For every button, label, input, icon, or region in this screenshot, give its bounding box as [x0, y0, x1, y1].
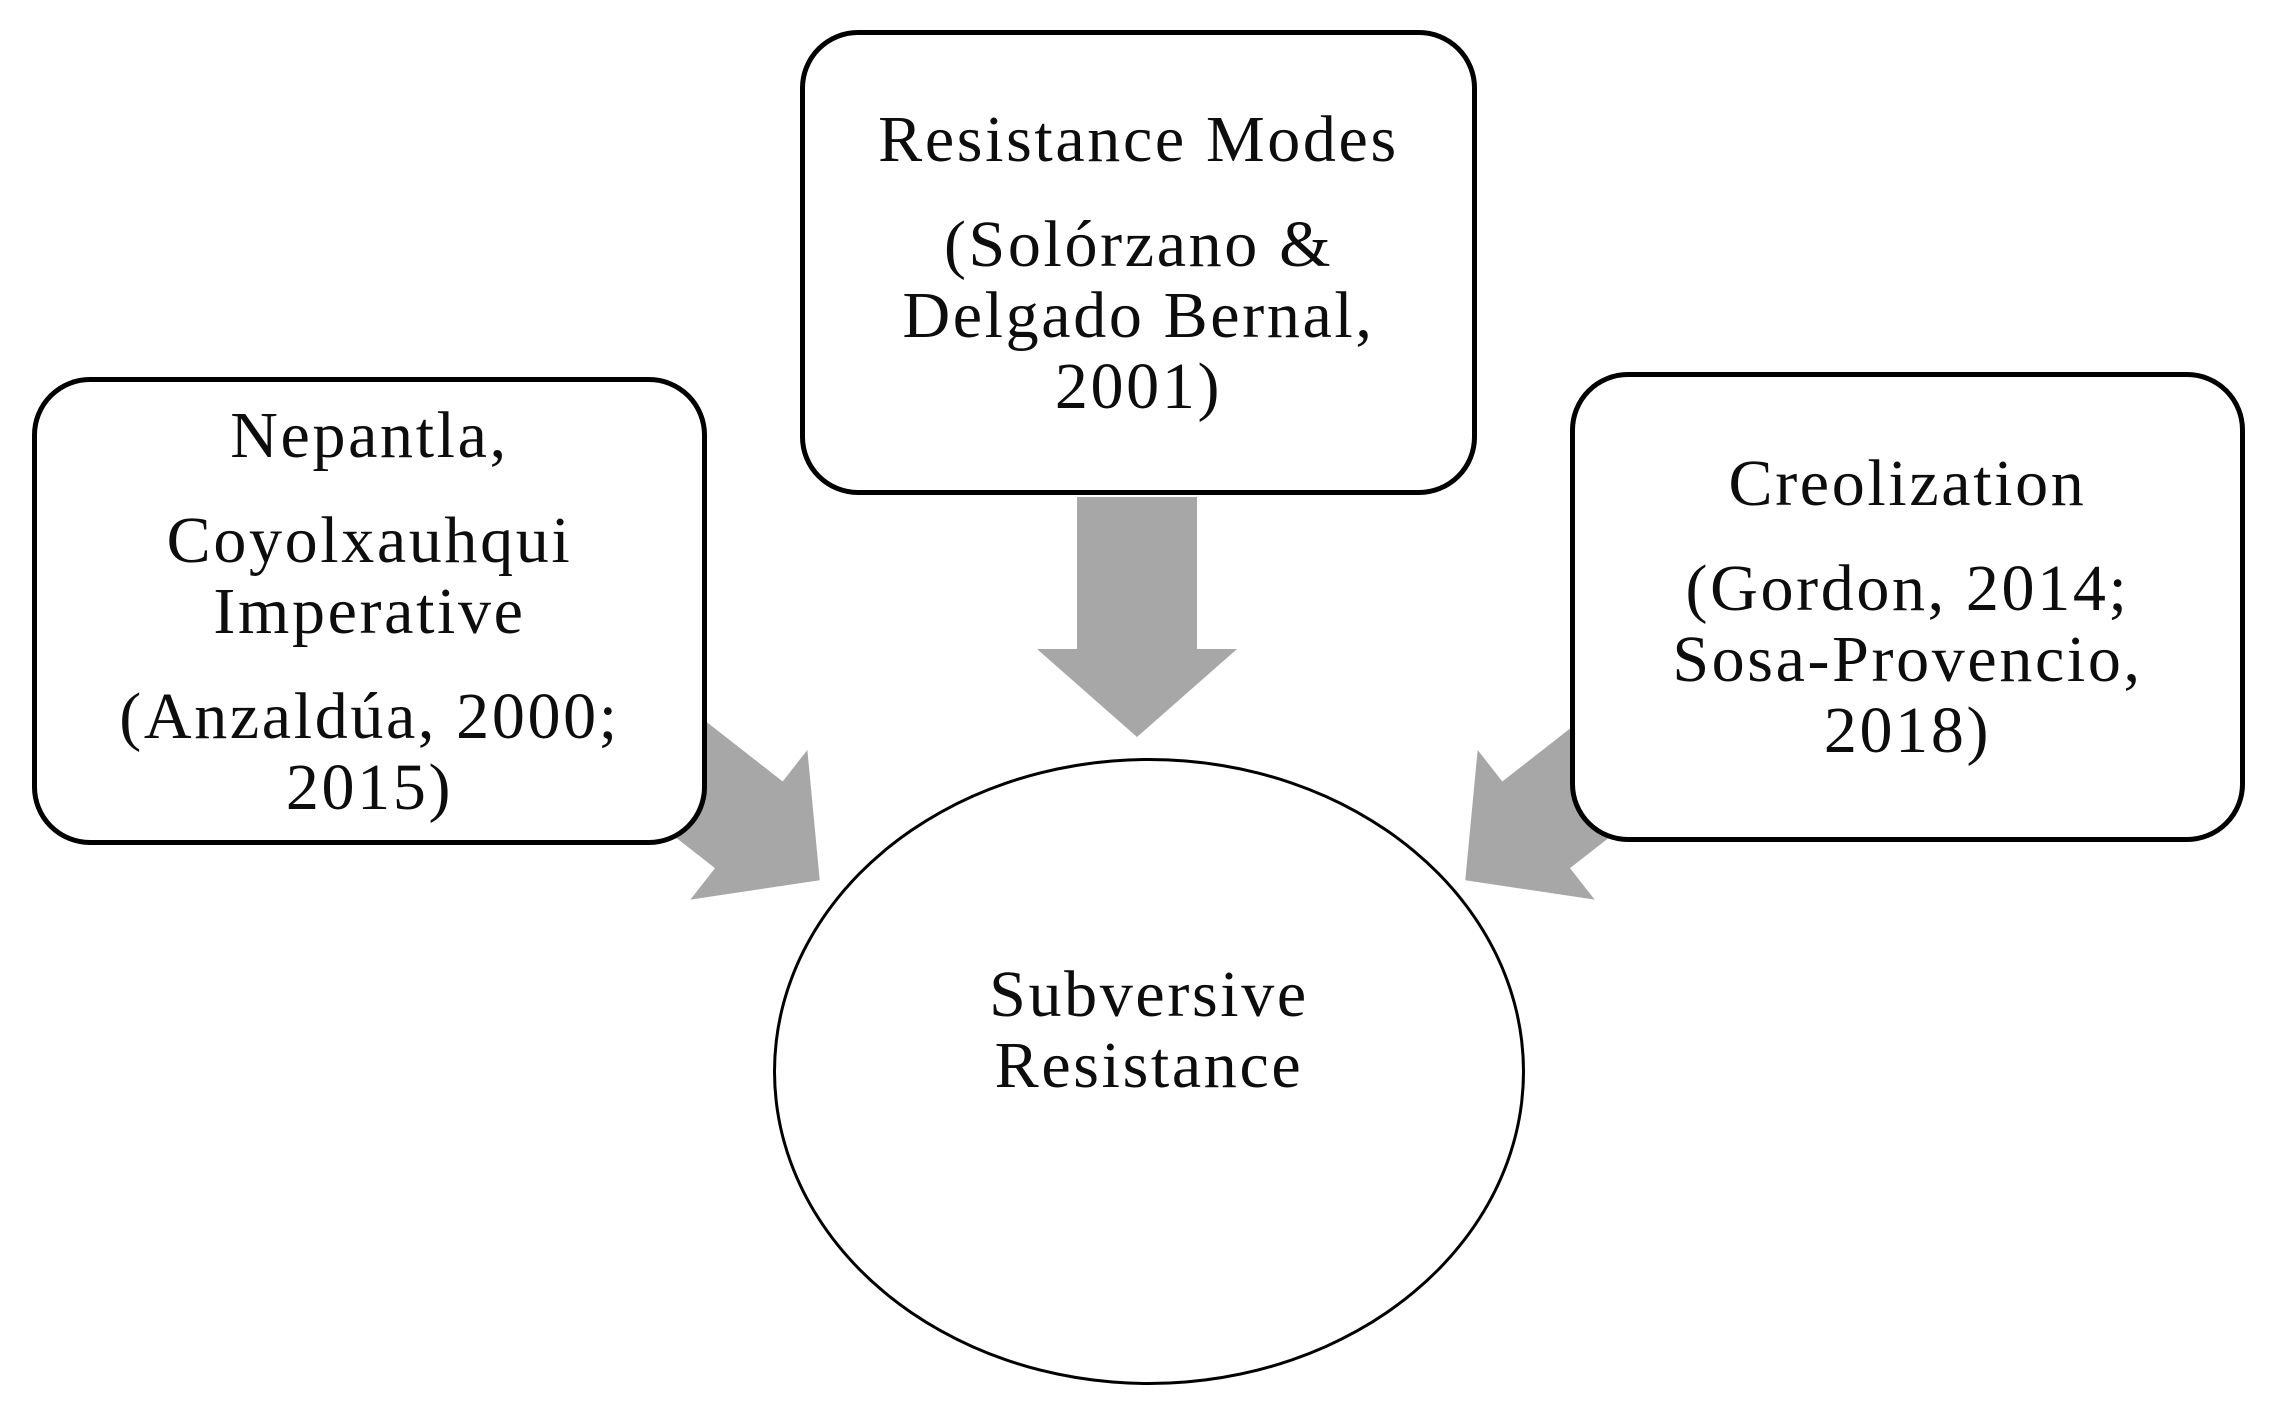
node-label: Subversive Resistance	[989, 957, 1309, 1102]
node-nepantla-coyolxauhqui: Nepantla, Coyolxauhqui Imperative (Anzal…	[32, 377, 707, 845]
node-title: Creolization	[1728, 447, 2087, 520]
node-resistance-modes: Resistance Modes (Solórzano & Delgado Be…	[800, 30, 1477, 495]
node-title: Nepantla,	[230, 398, 509, 472]
node-title: Resistance Modes	[878, 102, 1399, 176]
node-citation: (Anzaldúa, 2000; 2015)	[119, 679, 620, 824]
block-arrow-down-icon	[1037, 497, 1237, 737]
node-creolization: Creolization (Gordon, 2014; Sosa-Provenc…	[1570, 372, 2245, 842]
node-citation: (Solórzano & Delgado Bernal, 2001)	[902, 207, 1375, 423]
node-subversive-resistance: Subversive Resistance	[773, 758, 1525, 1385]
node-subtitle: Coyolxauhqui Imperative	[166, 503, 573, 648]
node-citation: (Gordon, 2014; Sosa-Provencio, 2018)	[1672, 552, 2143, 767]
